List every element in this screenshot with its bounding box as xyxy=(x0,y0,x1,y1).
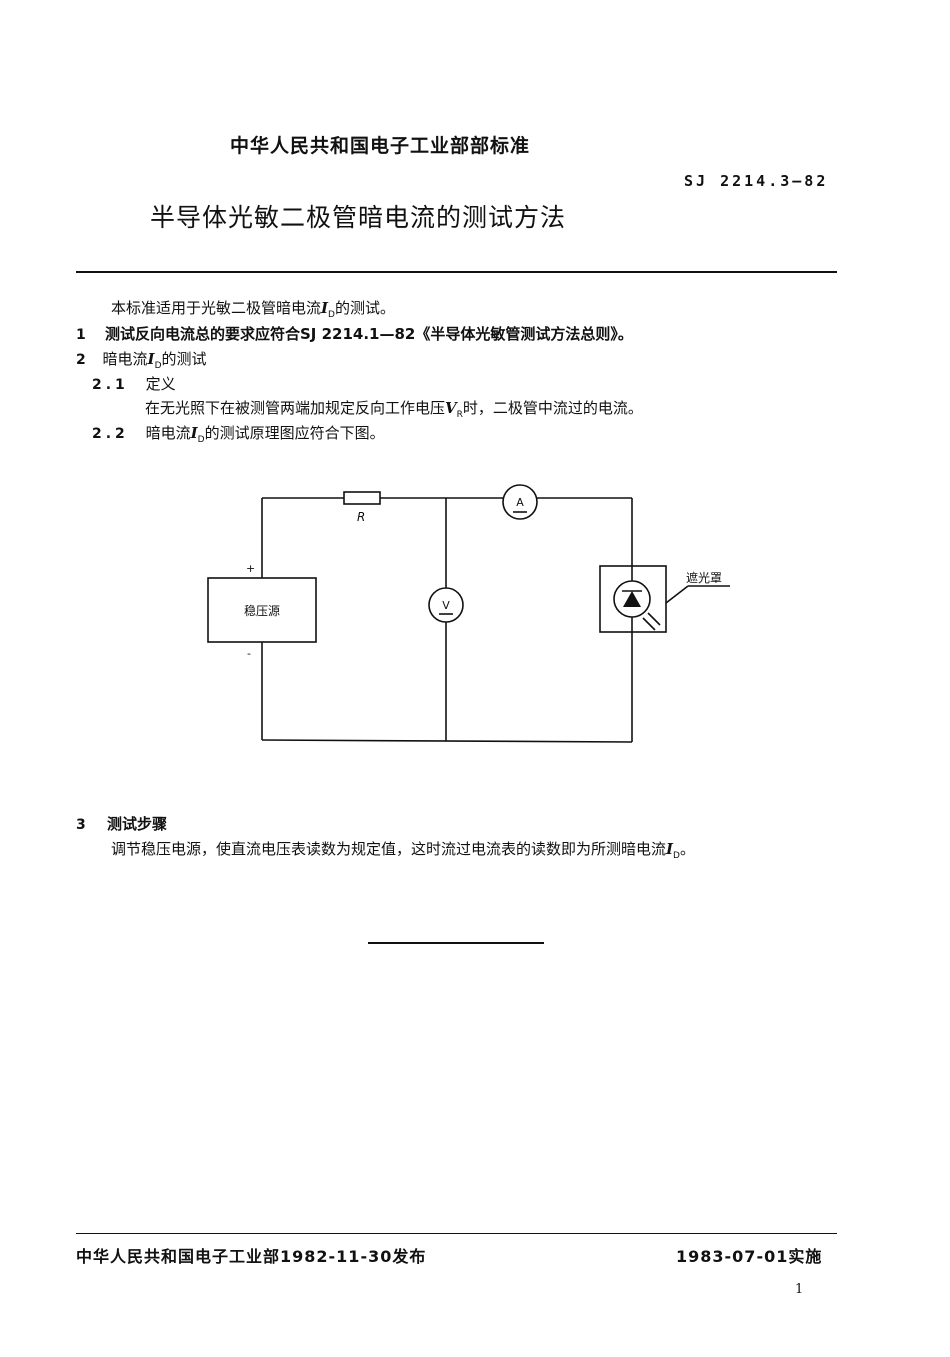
section-2-heading: 2 暗电流ID的测试 xyxy=(76,348,207,371)
section-1-text: 测试反向电流总的要求应符合SJ 2214.1—82《半导体光敏管测试方法总则》。 xyxy=(104,325,633,343)
light-shield-label: 遮光罩 xyxy=(686,570,722,585)
procedure-text: 调节稳压电源，使直流电压表读数为规定值，这时流过电流表的读数即为所测暗电流 xyxy=(111,840,667,858)
photodiode-circle xyxy=(613,580,651,618)
section-2-1-body: 在无光照下在被测管两端加规定反向工作电压VR时，二极管中流过的电流。 xyxy=(145,397,643,420)
photodiode-triangle xyxy=(623,591,641,607)
section-2-symbol: I xyxy=(147,350,155,368)
end-rule xyxy=(368,942,544,944)
ammeter-label: A xyxy=(516,496,524,509)
light-shield-box xyxy=(599,565,667,633)
section-1: 1 测试反向电流总的要求应符合SJ 2214.1—82《半导体光敏管测试方法总则… xyxy=(76,323,633,344)
power-supply-box xyxy=(207,577,317,643)
ministry-standard-heading: 中华人民共和国电子工业部部标准 xyxy=(229,135,530,157)
section-2-number: 2 xyxy=(76,352,86,368)
header-rule xyxy=(76,271,837,273)
section-2-2-subscript: D xyxy=(197,435,205,445)
reverse-voltage-symbol: V xyxy=(445,399,457,417)
resistor-label: R xyxy=(357,510,365,524)
effective-date: 1983-07-01实施 xyxy=(676,1247,823,1266)
definition-text-end: 时，二极管中流过的电流。 xyxy=(462,399,643,417)
plus-terminal-label: + xyxy=(246,562,255,575)
document-title: 半导体光敏二极管暗电流的测试方法 xyxy=(150,203,567,232)
dark-current-symbol: I xyxy=(321,299,329,317)
intro-text-end: 的测试。 xyxy=(334,299,395,317)
dark-current-subscript: D xyxy=(328,310,335,320)
section-3-title: 测试步骤 xyxy=(106,815,167,833)
voltmeter-symbol xyxy=(428,587,464,623)
section-3-body: 调节稳压电源，使直流电压表读数为规定值，这时流过电流表的读数即为所测暗电流ID。 xyxy=(111,838,695,861)
section-2-text: 暗电流 xyxy=(102,350,148,368)
section-1-number: 1 xyxy=(76,327,86,343)
minus-terminal-label: - xyxy=(247,647,251,660)
definition-text: 在无光照下在被测管两端加规定反向工作电压 xyxy=(145,399,446,417)
standard-code: SJ 2214.3—82 xyxy=(684,172,829,190)
footer-rule xyxy=(76,1233,837,1234)
section-2-2: 2.2 暗电流ID的测试原理图应符合下图。 xyxy=(92,422,385,445)
intro-text: 本标准适用于光敏二极管暗电流 xyxy=(111,299,322,317)
section-3-subscript: D xyxy=(673,851,680,861)
section-2-text-end: 的测试 xyxy=(161,350,207,368)
section-2-subscript: D xyxy=(154,361,162,371)
light-arrow-2 xyxy=(642,617,656,631)
section-3-number: 3 xyxy=(76,817,86,833)
section-3-symbol: I xyxy=(666,840,674,858)
section-2-1-heading: 2.1 定义 xyxy=(92,373,176,394)
section-3-heading: 3 测试步骤 xyxy=(76,813,167,834)
section-2-2-symbol: I xyxy=(190,424,198,442)
section-2-1-number: 2.1 xyxy=(92,377,129,393)
light-arrow-1 xyxy=(647,612,661,626)
section-2-1-title: 定义 xyxy=(145,375,176,393)
section-2-2-text-end: 的测试原理图应符合下图。 xyxy=(204,424,385,442)
wire-bottom xyxy=(261,739,633,743)
power-supply-label: 稳压源 xyxy=(244,603,280,618)
voltmeter-label: V xyxy=(442,599,450,612)
procedure-text-end: 。 xyxy=(679,840,695,858)
section-2-2-number: 2.2 xyxy=(92,426,129,442)
shield-leader-line xyxy=(665,585,689,604)
resistor-symbol xyxy=(343,491,381,505)
page-number: 1 xyxy=(795,1282,804,1297)
issue-date: 中华人民共和国电子工业部1982-11-30发布 xyxy=(76,1247,427,1266)
reverse-voltage-subscript: R xyxy=(456,410,463,420)
intro-paragraph: 本标准适用于光敏二极管暗电流ID的测试。 xyxy=(111,297,395,320)
ammeter-symbol xyxy=(502,484,538,520)
section-2-2-text: 暗电流 xyxy=(145,424,191,442)
